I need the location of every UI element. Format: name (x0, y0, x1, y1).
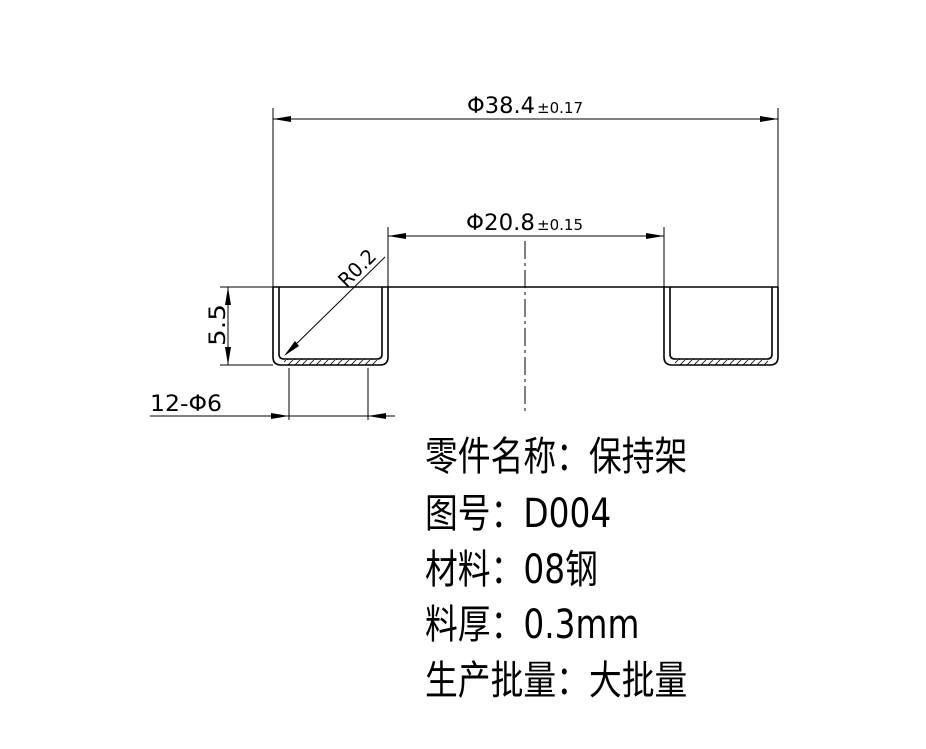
drawing-number-line: 图号：D004 (425, 490, 611, 537)
outer-diameter-tolerance: ±0.17 (537, 99, 583, 117)
batch-label: 生产批量： (425, 657, 589, 704)
part-name-label: 零件名称： (425, 433, 589, 480)
height-value: 5.5 (206, 304, 231, 346)
thickness-label: 料厚： (425, 601, 523, 648)
right-cup-inner-profile (669, 287, 773, 360)
thickness-line: 料厚：0.3mm (425, 601, 639, 648)
inner-diameter-tolerance: ±0.15 (537, 216, 583, 234)
left-cup-inner-profile (278, 287, 383, 360)
material-label: 材料： (425, 546, 523, 593)
outer-diameter-dimension: Φ38.4 ±0.17 (272, 94, 779, 287)
outer-diameter-nominal: Φ38.4 (467, 94, 535, 119)
inner-diameter-nominal: Φ20.8 (466, 211, 535, 236)
outer-arrow-right (760, 116, 778, 122)
drawing-number-label: 图号： (425, 490, 523, 537)
part-name-value: 保持架 (589, 433, 687, 480)
part-name-line: 零件名称：保持架 (425, 433, 687, 480)
material-line: 材料：08钢 (425, 546, 598, 593)
batch-value: 大批量 (589, 657, 687, 704)
radius-arrow (284, 341, 299, 356)
left-cup-outer-profile (272, 287, 389, 366)
right-cup-hatching (675, 359, 768, 365)
drawing-number-value: D004 (523, 490, 611, 537)
material-value: 08钢 (523, 546, 598, 593)
inner-arrow-left (388, 233, 406, 239)
height-arrow-top (225, 287, 231, 305)
hole-arrow-left (271, 413, 289, 419)
radius-leader-line (285, 256, 386, 355)
hole-dimension: 12-Φ6 (150, 368, 395, 420)
inner-diameter-dimension: Φ20.8 ±0.15 (387, 211, 665, 287)
hole-callout: 12-Φ6 (150, 392, 222, 417)
part-section (272, 286, 779, 366)
height-arrow-bottom (225, 347, 231, 365)
height-dimension: 5.5 (206, 286, 273, 366)
hole-arrow-right (368, 413, 386, 419)
radius-value: R0.2 (333, 244, 381, 292)
inner-arrow-right (646, 233, 664, 239)
title-block: 零件名称：保持架 图号：D004 材料：08钢 料厚：0.3mm 生产批量：大批… (425, 433, 687, 704)
batch-line: 生产批量：大批量 (425, 657, 687, 704)
thickness-value: 0.3mm (523, 601, 639, 648)
left-cup-hatching (284, 359, 378, 365)
outer-arrow-left (273, 116, 291, 122)
radius-leader: R0.2 (284, 244, 386, 356)
right-cup-outer-profile (663, 287, 779, 366)
